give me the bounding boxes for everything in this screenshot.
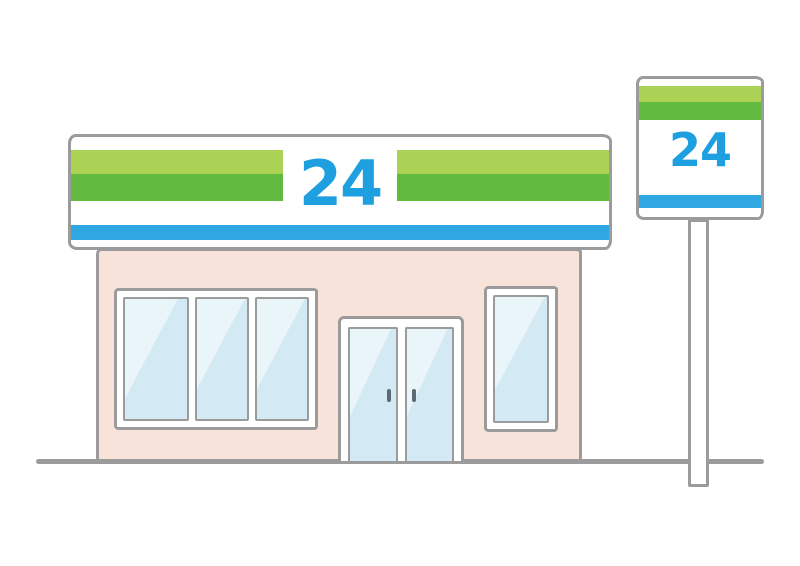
pole-sign-light-green-stripe <box>639 86 761 102</box>
window-pane <box>123 297 190 421</box>
window-pane <box>493 295 549 423</box>
pole-sign-green-stripe <box>639 102 761 120</box>
pole-sign-number: 24 <box>668 123 732 177</box>
storefront-sign: 24 <box>68 134 612 250</box>
door-handle-icon <box>411 389 416 402</box>
left-window <box>114 288 318 430</box>
fascia-green-stripe-left <box>71 174 283 201</box>
entrance-double-door <box>338 316 464 464</box>
pole-sign: 24 <box>636 76 764 220</box>
fascia-light-green-stripe-left <box>71 150 283 174</box>
right-window <box>484 286 558 432</box>
fascia-green-stripe-right <box>397 174 609 201</box>
door-panel-left <box>348 327 398 461</box>
storefront-sign-number: 24 <box>298 147 383 220</box>
fascia-blue-stripe <box>71 225 609 240</box>
window-pane <box>195 297 250 421</box>
door-handle-icon <box>386 389 391 402</box>
fascia-light-green-stripe-right <box>397 150 609 174</box>
sign-pole <box>688 219 709 487</box>
window-pane <box>255 297 309 421</box>
door-panel-right <box>404 327 454 461</box>
pole-sign-blue-stripe <box>639 195 761 208</box>
